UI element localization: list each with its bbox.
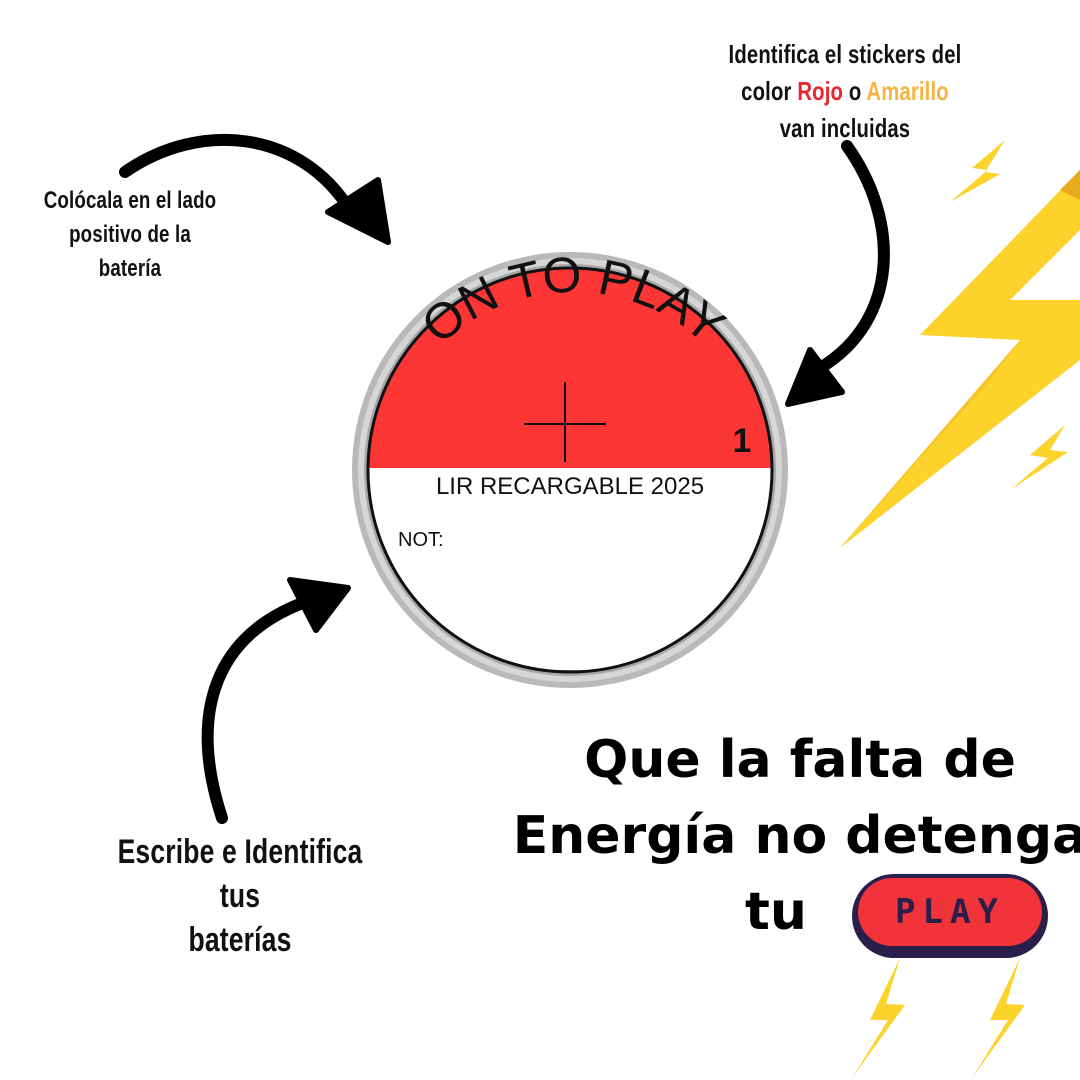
play-button[interactable]: PLAY xyxy=(852,874,1048,958)
note-text: o xyxy=(843,76,867,106)
note-place-sticker: Colócala en el lado positivo de la bater… xyxy=(36,184,223,286)
color-word-red: Rojo xyxy=(797,76,844,106)
note-line: van incluidas xyxy=(779,113,911,143)
play-button-label: PLAY xyxy=(895,892,1005,932)
curved-arrow-icon xyxy=(119,133,391,245)
note-text: color xyxy=(741,76,798,106)
note-line: color Rojo o Amarillo xyxy=(724,73,966,110)
slogan: Que la falta de Energía no detenga tu xyxy=(510,722,1080,950)
slogan-line: tu xyxy=(510,874,1080,950)
note-line: Colócala en el lado xyxy=(43,187,217,214)
lightning-bolt-icon xyxy=(950,140,1005,202)
sticker-number: 1 xyxy=(733,422,752,460)
note-line: baterías xyxy=(188,921,292,959)
curved-arrow-icon xyxy=(785,140,890,407)
battery-sticker: ON TO PLAY 1 LIR RECARGABLE 2025 NOT: xyxy=(352,246,788,688)
lightning-bolt-icon xyxy=(1010,425,1068,490)
lightning-bolt-icon xyxy=(840,170,1080,548)
lightning-bolt-icon xyxy=(852,958,905,1078)
slogan-line: Que la falta de xyxy=(584,730,1016,790)
slogan-line: Energía no detenga xyxy=(512,806,1080,866)
sticker-subtitle: LIR RECARGABLE 2025 xyxy=(436,473,704,500)
note-write-identify: Escribe e Identifica tus baterías xyxy=(100,830,381,962)
lightning-bolt-icon xyxy=(972,958,1025,1078)
crosshair-icon xyxy=(524,382,606,462)
sticker-note-label: NOT: xyxy=(398,529,444,551)
note-identify-sticker: Identifica el stickers del color Rojo o … xyxy=(724,36,966,147)
note-line: Identifica el stickers del xyxy=(728,39,962,69)
note-line: Escribe e Identifica tus xyxy=(117,833,363,915)
slogan-tu: tu xyxy=(745,882,807,942)
note-line: positivo de la batería xyxy=(69,221,191,282)
curved-arrow-icon xyxy=(201,577,351,824)
color-word-yellow: Amarillo xyxy=(866,76,949,106)
play-button-face[interactable]: PLAY xyxy=(858,878,1042,946)
